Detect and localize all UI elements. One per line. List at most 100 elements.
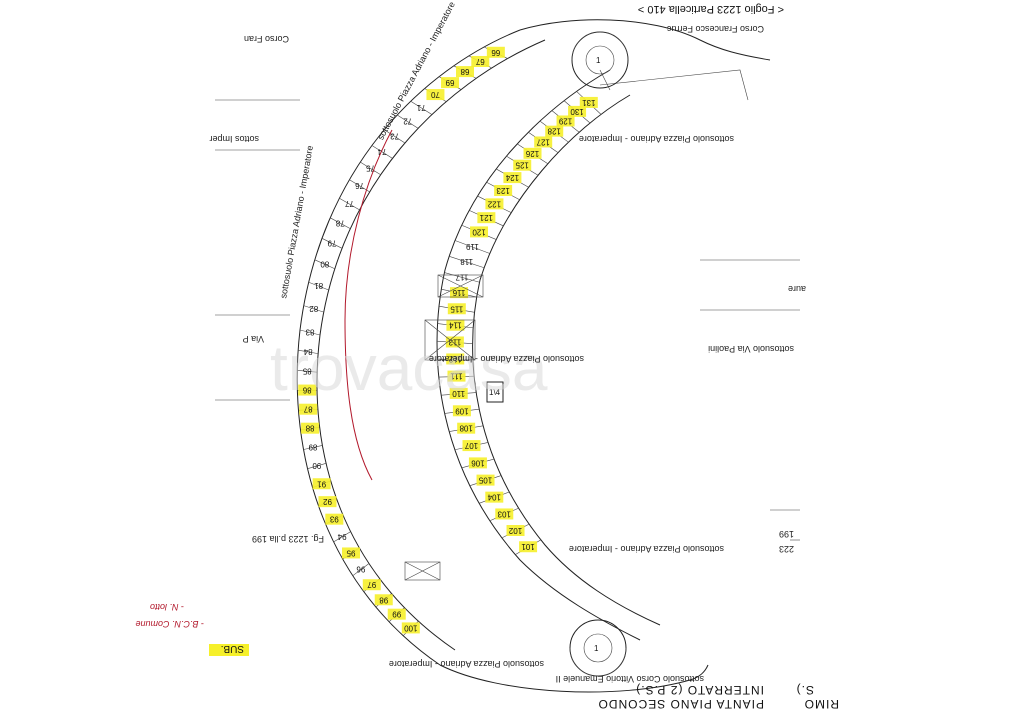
watermark: trovacasa [270, 332, 548, 404]
stall-highlight [476, 474, 495, 486]
stall-number: 81 [314, 281, 323, 290]
stall-number: 100 [404, 623, 418, 632]
marker-label: 1\4 [489, 388, 501, 397]
stall-number: 106 [471, 458, 485, 467]
spiral-ramp-top: 1 [571, 31, 629, 89]
stall-number: 98 [379, 595, 388, 604]
stall-highlight [445, 336, 464, 348]
stall-number: 103 [497, 509, 511, 518]
outer-stalls: 6667686970717273747576777879808182838485… [297, 46, 508, 636]
stall-number: 84 [303, 347, 312, 356]
svg-text:1: 1 [596, 56, 601, 65]
street-corso-fran: Corso Fran [244, 34, 289, 44]
stall-highlight [447, 303, 466, 315]
stall-number: 75 [366, 163, 375, 172]
stall-number: 68 [460, 67, 469, 76]
stall-highlight [342, 547, 361, 559]
stall-number: 124 [505, 173, 519, 182]
stall-number: 74 [377, 147, 386, 156]
stall-highlight [506, 525, 525, 537]
note-bcn: - B.C.N. Comune [135, 619, 204, 629]
stall-highlight [579, 96, 598, 108]
stall-number: 80 [320, 259, 329, 268]
stall-number: 90 [312, 461, 321, 470]
street-sottosuolo-inner-bottom: sottosuolo Piazza Adriano - Imperatore [569, 544, 724, 554]
stall-divider [444, 272, 480, 283]
stall-highlight [301, 422, 320, 434]
stall-highlight [477, 212, 496, 224]
stall-number: 76 [355, 181, 364, 190]
stall-divider [454, 240, 490, 254]
stall-highlight [470, 226, 489, 238]
stall-highlight [312, 478, 331, 490]
stall-number: 99 [392, 610, 401, 619]
stall-number: 131 [582, 98, 596, 107]
stall-number: 82 [309, 304, 318, 313]
stall-number: 69 [445, 78, 454, 87]
street-fg: Fg. 1223 p.lla 199 [252, 534, 324, 544]
stall-number: 95 [346, 548, 355, 557]
stall-number: 105 [478, 476, 492, 485]
stall-number: 93 [329, 515, 338, 524]
street-outer-left: sottosuolo Piazza Adriano - Imperatore [278, 145, 315, 299]
stall-number: 118 [460, 257, 473, 266]
stall-number: 79 [327, 238, 336, 247]
stall-number: 67 [475, 57, 484, 66]
street-sottos-imper: sottos Imper [209, 134, 259, 144]
stall-highlight [523, 147, 542, 159]
title-fragment: RIMO [804, 697, 839, 711]
stall-divider [307, 463, 327, 469]
stall-number: 66 [491, 48, 500, 57]
street-note-right: aure [788, 284, 806, 294]
stall-number: 123 [496, 186, 510, 195]
stall-divider [297, 370, 318, 373]
stall-divider [303, 445, 323, 450]
stall-divider [333, 531, 351, 543]
stall-number: 78 [335, 218, 344, 227]
street-199: 199 [779, 529, 794, 539]
stall-number: 85 [302, 366, 311, 375]
stall-highlight [447, 370, 466, 382]
stall-number: 108 [459, 424, 473, 433]
stall-highlight [519, 541, 538, 553]
stall-number: 128 [547, 127, 561, 136]
street-sottosuolo-bottom: sottosuolo Piazza Adriano - Imperatore [389, 659, 544, 669]
stall-divider [303, 305, 324, 313]
stall-highlight [325, 513, 344, 525]
stall-number: 89 [308, 442, 317, 451]
sub-highlight [209, 644, 249, 656]
stall-number: 115 [450, 304, 463, 313]
stall-highlight [387, 608, 406, 620]
street-via-p: Via P [243, 334, 264, 344]
stall-highlight [401, 622, 420, 634]
stall-highlight [446, 353, 465, 365]
stall-divider [298, 349, 319, 354]
street-lines [215, 99, 800, 541]
stall-divider [449, 256, 485, 269]
street-corso-vittorio: sottosuolo Corso Vittorio Emanuele II [556, 674, 704, 684]
stall-number: 110 [452, 389, 465, 398]
stall-highlight [450, 287, 469, 299]
stall-number: 121 [479, 213, 493, 222]
stall-number: 111 [450, 372, 463, 381]
stall-highlight [568, 105, 587, 117]
crossed-box-96 [404, 561, 441, 581]
stall-number: 127 [536, 137, 550, 146]
note-lotto: - N. lotto [150, 602, 184, 612]
inner-stalls: 1311301291281271261251241231221211201191… [437, 91, 602, 555]
stall-highlight [452, 405, 471, 417]
stall-highlight [299, 403, 318, 415]
street-outer-top: sottosuolo Piazza Adriano - Imperatore [375, 0, 457, 142]
stall-number: 129 [558, 116, 572, 125]
stall-number: 87 [303, 405, 312, 414]
stall-number: 102 [508, 526, 522, 535]
stall-divider [299, 329, 321, 336]
stall-number: 109 [455, 406, 469, 415]
stall-highlight [485, 491, 504, 503]
stall-number: 94 [337, 532, 346, 541]
stall-number: 116 [452, 288, 465, 297]
stall-highlight [449, 387, 468, 399]
stall-number: 126 [525, 149, 539, 158]
stall-number: 88 [305, 424, 314, 433]
stall-number: 114 [448, 321, 461, 330]
